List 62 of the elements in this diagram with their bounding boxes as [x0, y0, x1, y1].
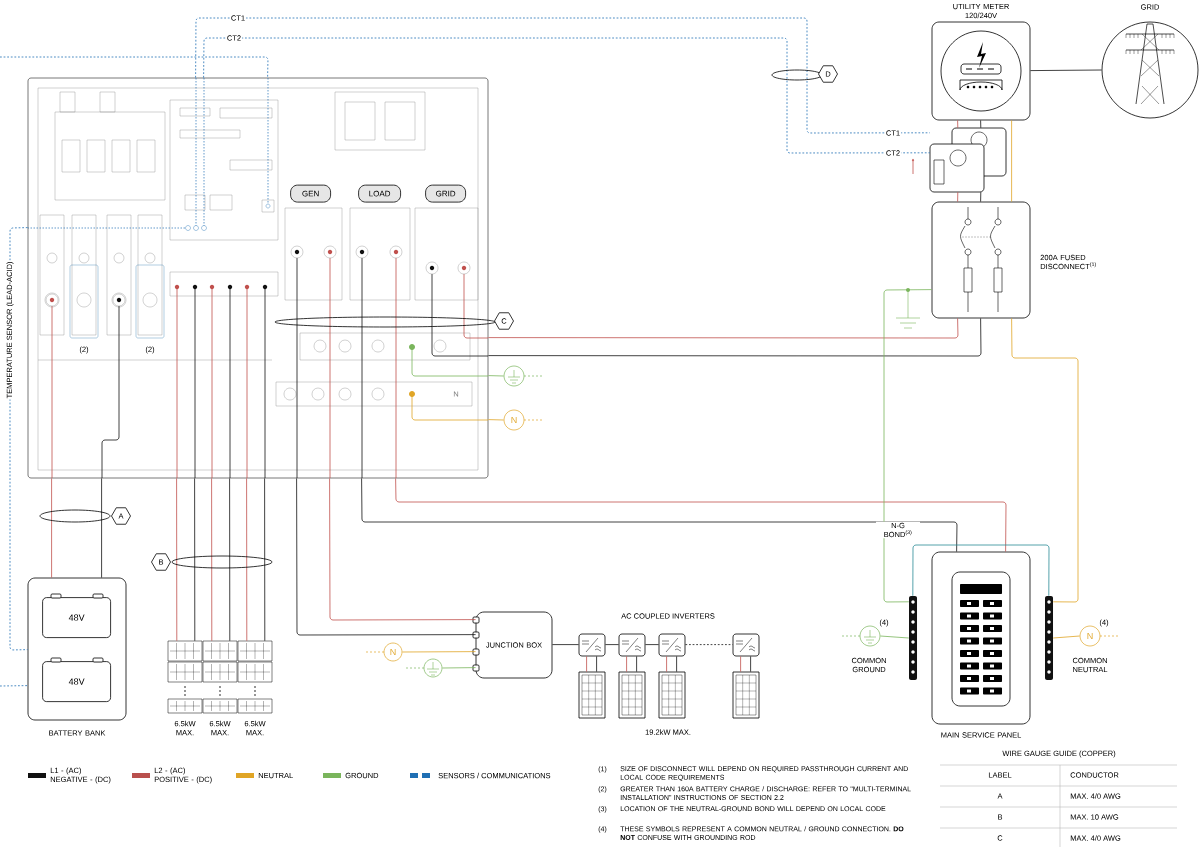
wire — [1011, 318, 1079, 603]
battery: 48V — [42, 657, 111, 702]
wire — [264, 478, 266, 642]
wire — [329, 478, 476, 621]
wire — [750, 656, 751, 672]
wire — [401, 651, 476, 653]
solar-panel-drawing — [658, 671, 686, 719]
ground-symbol — [403, 658, 443, 678]
dashed-line — [0, 685, 28, 687]
wire — [626, 656, 627, 672]
wire — [1011, 120, 1012, 202]
battery: 48V — [42, 593, 111, 638]
wire — [957, 120, 959, 129]
terminal-tag: GEN — [290, 184, 331, 203]
wire — [980, 191, 982, 202]
inverter-box — [732, 633, 760, 657]
wire — [1052, 635, 1081, 639]
wire — [211, 478, 213, 642]
dashed-line — [685, 644, 733, 645]
wire — [229, 478, 231, 642]
wire — [552, 644, 579, 645]
wire — [488, 375, 505, 377]
wire — [676, 656, 677, 672]
wire — [246, 478, 248, 642]
wire — [101, 478, 102, 578]
wire — [883, 289, 932, 603]
wire — [1030, 69, 1102, 71]
wire — [957, 191, 959, 202]
solar-panel-drawing — [732, 671, 760, 719]
terminal-bar — [909, 596, 917, 680]
inverter-box — [618, 633, 646, 657]
wire — [912, 544, 1050, 597]
wire — [636, 656, 637, 672]
wire — [51, 478, 52, 578]
wire — [879, 635, 910, 639]
wire — [176, 478, 178, 642]
wire — [488, 419, 505, 421]
wire — [980, 120, 982, 129]
wire — [296, 478, 476, 636]
wire — [194, 478, 196, 642]
dashed-line — [195, 17, 931, 134]
terminal-tag: GRID — [425, 184, 466, 203]
wire — [666, 656, 667, 672]
wire — [488, 318, 959, 339]
wire — [488, 318, 982, 357]
solar-panel-drawing — [578, 671, 606, 719]
wire — [596, 656, 597, 672]
dashed-line — [203, 37, 931, 154]
wire — [605, 644, 619, 645]
terminal-bar — [1045, 596, 1053, 680]
dashed-line — [0, 56, 269, 78]
current-clamp-drawing — [929, 127, 1007, 193]
terminal-tag: LOAD — [358, 184, 401, 203]
wire — [586, 656, 587, 672]
wire — [740, 656, 741, 672]
inverter-drawing — [27, 77, 489, 479]
wire — [645, 644, 659, 645]
inverter-box — [578, 633, 606, 657]
inverter-box — [658, 633, 686, 657]
wire — [441, 667, 476, 669]
solar-panel-drawing — [618, 671, 646, 719]
ground-symbol — [503, 365, 545, 387]
